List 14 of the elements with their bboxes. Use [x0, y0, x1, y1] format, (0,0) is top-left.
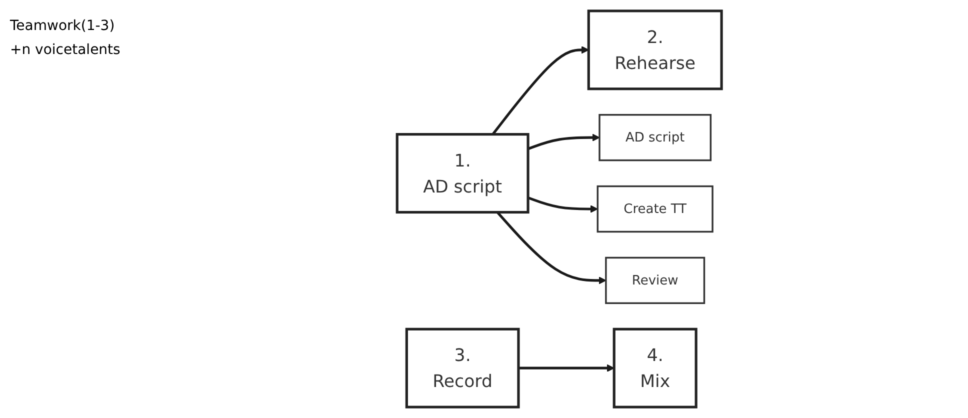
arrow	[491, 46, 589, 136]
arrow	[518, 364, 614, 372]
node-box: 4. Mix	[612, 328, 698, 408]
note-text: Teamwork(1-3)	[10, 18, 116, 34]
arrow	[527, 196, 598, 213]
node-box: 3. Record	[405, 328, 520, 408]
node-box: Review	[604, 256, 705, 304]
node-box: Create TT	[596, 185, 714, 233]
node-box: 2. Rehearse	[587, 10, 722, 90]
node-box: AD script	[598, 114, 712, 162]
arrow	[527, 134, 600, 150]
arrow	[496, 211, 606, 284]
note-text: +n voicetalents	[10, 42, 122, 58]
node-box: 1. AD script	[395, 133, 529, 214]
